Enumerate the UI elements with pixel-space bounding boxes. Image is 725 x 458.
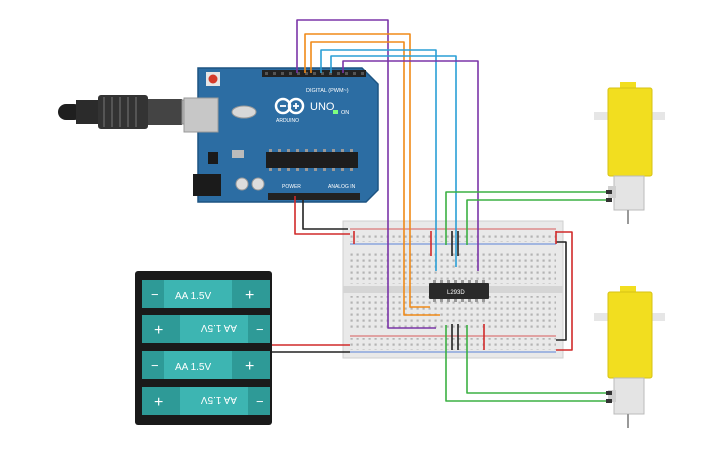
cell-label: AA 1.5V <box>175 362 211 373</box>
power-label: POWER <box>282 184 301 190</box>
plus-terminal: + <box>245 287 254 304</box>
plus-terminal: + <box>245 358 254 375</box>
plus-terminal: + <box>154 322 163 339</box>
arduino-uno-board[interactable]: DIGITAL (PWM~) ON UNO ARDUINO <box>183 67 379 203</box>
on-led-label: ON <box>341 110 349 116</box>
analog-label: ANALOG IN <box>328 184 356 190</box>
dc-motor-icon[interactable] <box>594 286 665 428</box>
minus-terminal: − <box>151 358 159 373</box>
battery-pack[interactable]: − + AA 1.5V + − AA 1.5V − + AA 1.5V + <box>135 271 272 425</box>
model-label: UNO <box>310 101 335 113</box>
arduino-logo-icon <box>274 97 305 115</box>
brand-label: ARDUINO <box>276 118 299 124</box>
chip-label: L293D <box>447 290 465 296</box>
l293d-driver-chip[interactable]: L293D <box>429 280 489 302</box>
battery-cell-4: + − AA 1.5V <box>142 387 270 415</box>
dc-motor-icon[interactable] <box>594 82 665 224</box>
breadboard[interactable] <box>342 220 564 359</box>
battery-cell-1: − + AA 1.5V <box>142 280 270 308</box>
atmega-chip <box>266 152 358 168</box>
power-analog-header[interactable] <box>268 193 360 200</box>
battery-cell-3: − + AA 1.5V <box>142 351 270 379</box>
minus-terminal: − <box>256 322 264 337</box>
plus-terminal: + <box>154 394 163 411</box>
digital-label: DIGITAL (PWM~) <box>306 88 349 94</box>
cell-label: AA 1.5V <box>201 322 237 333</box>
cell-label: AA 1.5V <box>175 291 211 302</box>
wires[interactable] <box>270 19 611 402</box>
cell-label: AA 1.5V <box>201 394 237 405</box>
minus-terminal: − <box>256 394 264 409</box>
battery-cell-2: + − AA 1.5V <box>142 315 270 343</box>
minus-terminal: − <box>151 287 159 302</box>
